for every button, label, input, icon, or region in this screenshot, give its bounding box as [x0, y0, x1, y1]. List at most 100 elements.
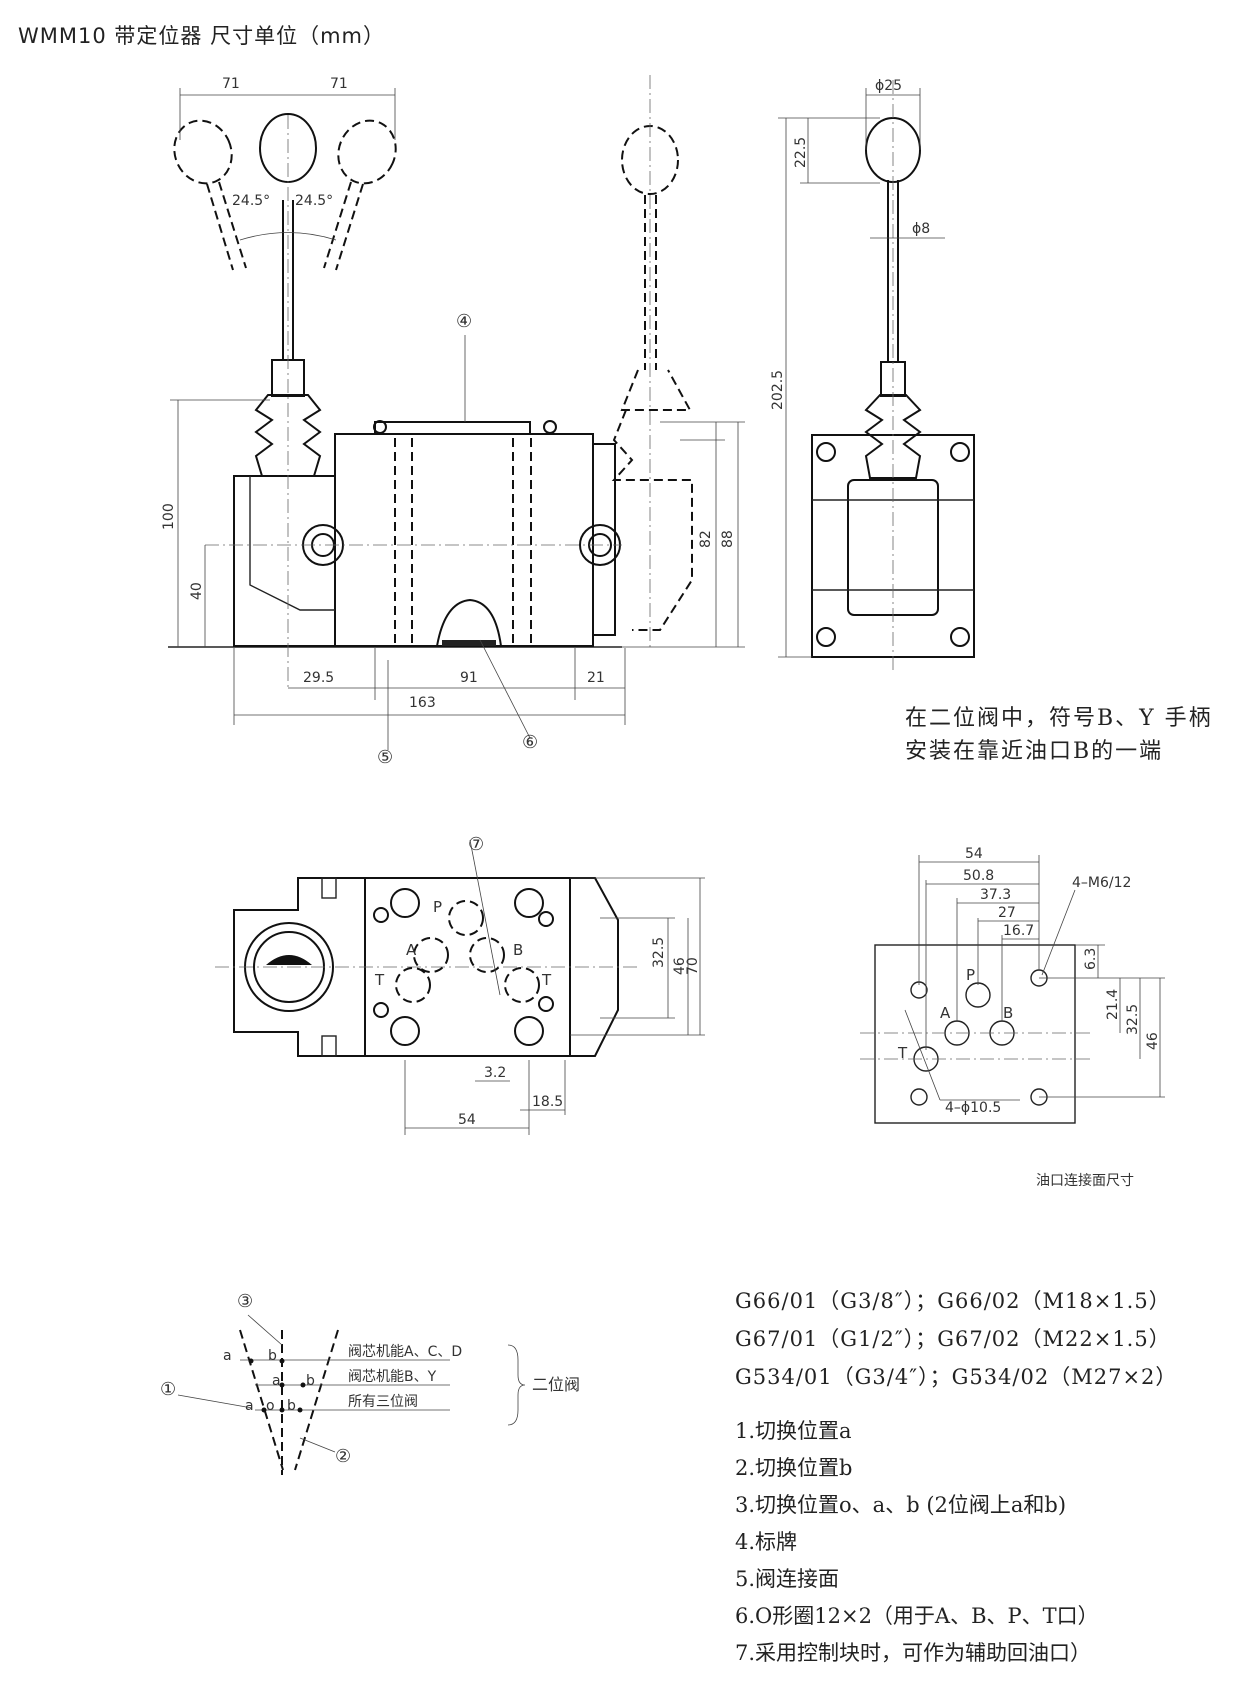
side-bellows — [864, 394, 922, 479]
leader-line — [469, 839, 501, 996]
top-boss-cap — [266, 955, 312, 965]
pos-a3: a — [245, 1398, 254, 1414]
angle-245b: 24.5° — [295, 193, 333, 209]
thread-hole — [538, 911, 554, 927]
legend-item: 1.切换位置a — [735, 1419, 852, 1443]
dim-32-5a: 32.5 — [651, 937, 667, 968]
dim-32-5b: 32.5 — [1125, 1004, 1141, 1035]
dim-163: 163 — [409, 695, 436, 711]
side-screw — [816, 627, 836, 647]
dim-6-3: 6.3 — [1083, 948, 1099, 970]
face-label-p: P — [966, 966, 975, 984]
legend-item: 5.阀连接面 — [735, 1567, 840, 1591]
port-label-p: P — [433, 898, 442, 916]
dot — [297, 1407, 303, 1413]
dot — [261, 1407, 267, 1413]
leader-line — [904, 1009, 941, 1101]
pos-b1: b — [268, 1348, 277, 1364]
knob-position-b — [337, 119, 397, 185]
angle-arc — [239, 232, 337, 241]
dim-m6-12: 4–M6/12 — [1072, 875, 1131, 891]
position-labels: a b a b a o b 阀芯机能A、C、D 阀芯机能B、Y 所有三位阀 二位… — [223, 1344, 580, 1414]
dim-29-5: 29.5 — [303, 670, 334, 686]
note-line: 在二位阀中，符号B、Y 手柄 — [905, 706, 1213, 731]
callout-2: ② — [335, 1446, 351, 1467]
code-line: G66/01（G3/8″）；G66/02（M18×1.5） — [735, 1289, 1171, 1313]
top-view — [215, 839, 705, 1135]
dim-54b: 54 — [965, 846, 983, 862]
group-label: 二位阀 — [532, 1375, 580, 1394]
dimension-labels: 71 71 24.5° 24.5° 100 40 29.5 91 21 163 … — [161, 76, 1161, 1128]
code-line: G534/01（G3/4″）；G534/02（M27×2） — [735, 1365, 1178, 1389]
callout-labels: ④ ⑤ ⑥ ⑦ ③ ① ② — [160, 311, 538, 1467]
thread-hole — [538, 996, 554, 1012]
port-t — [395, 967, 431, 1003]
angle-245a: 24.5° — [232, 193, 270, 209]
dim-202-5: 202.5 — [770, 370, 786, 410]
dim-22-5: 22.5 — [793, 137, 809, 168]
port-p — [448, 900, 484, 936]
dim-21: 21 — [587, 670, 605, 686]
side-knob — [865, 117, 921, 183]
mounting-hole — [390, 1016, 420, 1046]
page-title: WMM10 带定位器 尺寸单位（mm） — [18, 24, 385, 48]
position-diagram — [177, 1314, 526, 1475]
dim-27: 27 — [998, 905, 1016, 921]
dim-37-3: 37.3 — [980, 887, 1011, 903]
face-label-b: B — [1003, 1004, 1013, 1022]
mounting-hole — [514, 1016, 544, 1046]
leader-line — [479, 639, 531, 739]
lever-position-b — [335, 183, 364, 271]
dim-phi8: ϕ8 — [912, 221, 930, 237]
top-left-housing — [233, 877, 366, 1057]
dim-46b: 46 — [1145, 1032, 1161, 1050]
port-label-a: A — [406, 941, 417, 959]
position-a-line — [239, 1329, 284, 1471]
lever-position-a — [206, 183, 234, 271]
face-port-p — [965, 982, 991, 1008]
o-ring — [442, 640, 496, 646]
legend-item: 6.O形圈12×2（用于A、B、P、T口） — [735, 1604, 1099, 1628]
bracket — [507, 1344, 526, 1426]
face-label-a: A — [940, 1004, 951, 1022]
port-face-caption: 油口连接面尺寸 — [1036, 1173, 1134, 1189]
pos-b2: b — [306, 1373, 315, 1389]
dim-100: 100 — [161, 503, 177, 530]
row-label-2: 阀芯机能B、Y — [348, 1369, 437, 1385]
legend-item: 3.切换位置o、a、b (2位阀上a和b) — [735, 1493, 1067, 1517]
dim-91: 91 — [460, 670, 478, 686]
valve-body — [334, 433, 594, 647]
lever-position-b — [323, 181, 352, 269]
pos-o: o — [266, 1398, 275, 1414]
port-face-view — [860, 855, 1165, 1124]
port-a — [413, 937, 449, 973]
callout-4: ④ — [456, 311, 472, 332]
bottom-port — [436, 598, 502, 647]
dim-21-4: 21.4 — [1105, 989, 1121, 1020]
dim-50-8: 50.8 — [963, 868, 994, 884]
left-housing-step — [249, 476, 335, 611]
dim-70: 70 — [685, 957, 701, 975]
mounting-note: 在二位阀中，符号B、Y 手柄 安装在靠近油口B的一端 — [905, 702, 1213, 768]
side-view — [778, 80, 975, 670]
leader-line — [1041, 889, 1076, 976]
port-t — [504, 967, 540, 1003]
port-b — [469, 937, 505, 973]
callout-6: ⑥ — [522, 732, 538, 753]
callout-3: ③ — [237, 1291, 253, 1312]
leader-line — [177, 1394, 253, 1409]
callout-1: ① — [160, 1379, 176, 1400]
row-label-3: 所有三位阀 — [348, 1394, 418, 1410]
legend-item: 2.切换位置b — [735, 1456, 853, 1480]
dim-40: 40 — [189, 582, 205, 600]
port-label-t: T — [374, 971, 385, 989]
lever-position-a — [218, 181, 247, 269]
dim-phi25: ϕ25 — [875, 78, 902, 94]
dim-3-2: 3.2 — [484, 1065, 506, 1081]
note-line: 安装在靠近油口B的一端 — [905, 739, 1164, 764]
housing-alt — [611, 409, 693, 631]
port-labels: P A B T T P A B T — [374, 898, 1013, 1062]
dot — [279, 1358, 285, 1364]
dim-88: 88 — [720, 530, 736, 548]
